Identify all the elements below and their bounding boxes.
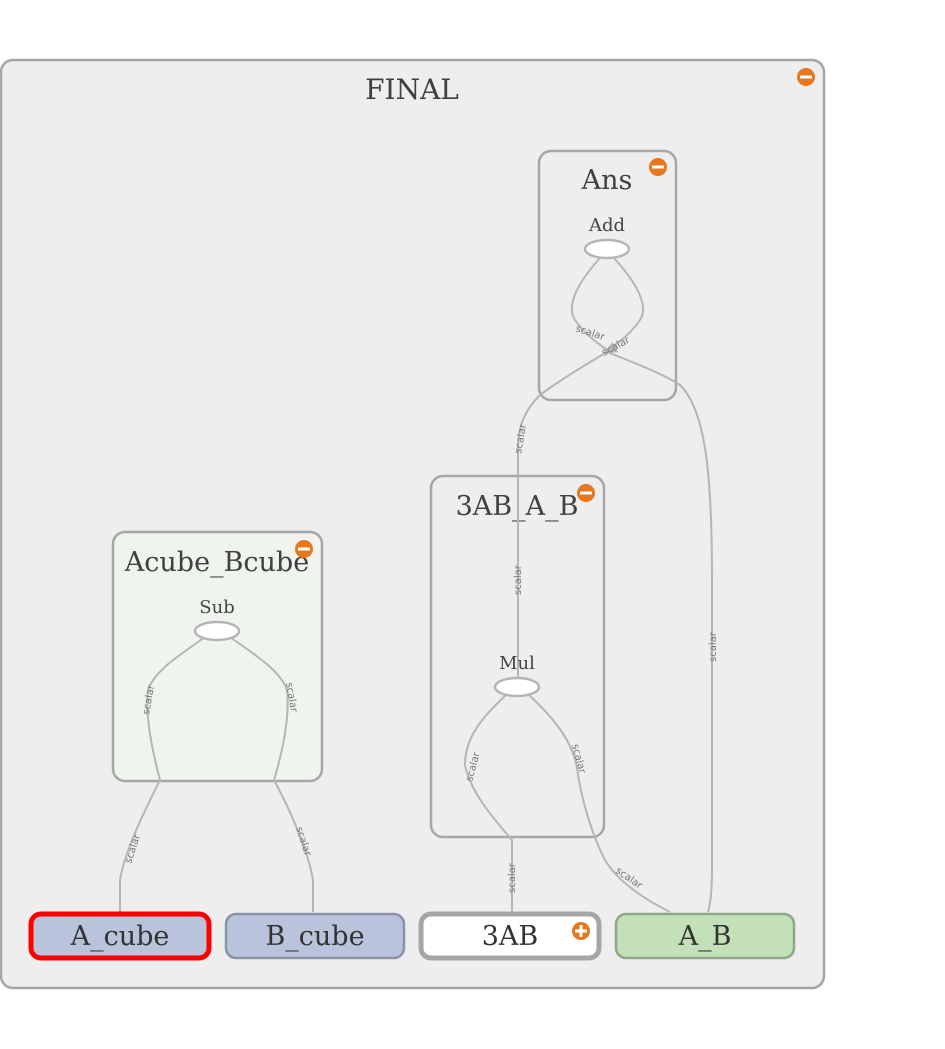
edge-label: scalar [141,683,157,715]
op-mul-label: Mul [499,653,535,674]
acube-bcube-group[interactable]: Acube_Bcube [111,530,324,783]
edge-ans-ab [606,351,713,913]
edge-mul-ab [526,692,671,913]
node-a-cube-label: A_cube [70,921,170,952]
edge-mul-3ab [463,692,513,912]
op-add[interactable]: Add [583,215,631,260]
acube-bcube-group-title: Acube_Bcube [124,547,309,578]
node-a-b-label: A_B [678,921,732,952]
edge-label: scalar [507,862,518,893]
node-b-cube-label: B_cube [265,921,364,952]
edge-ans-mul [517,341,619,680]
node-a-cube[interactable]: A_cube [28,911,212,961]
final-collapse-icon[interactable] [797,68,815,86]
edge-label: scalar [513,564,524,595]
final-group[interactable]: FINAL [0,58,826,990]
acube-bcube-collapse-icon[interactable] [295,540,313,558]
edge-sub-bcube [229,636,314,912]
final-group-title: FINAL [365,73,459,106]
edge-add-left [570,257,611,353]
node-b-cube[interactable]: B_cube [224,912,406,960]
ans-group-title: Ans [581,165,633,196]
edge-sub-acube [119,636,206,912]
ans-group[interactable]: Ans [537,149,678,402]
op-add-label: Add [588,215,625,236]
node-a-b[interactable]: A_B [614,912,796,960]
edges [119,257,713,913]
edge-label: scalar [283,682,299,714]
ab3-collapse-icon[interactable] [577,484,595,502]
op-sub[interactable]: Sub [193,597,241,642]
op-mul[interactable]: Mul [493,653,541,698]
ans-collapse-icon[interactable] [649,158,667,176]
node-3ab[interactable]: 3AB [418,911,602,961]
node-3ab-label: 3AB [482,921,539,952]
plus-circle-icon[interactable] [572,922,590,940]
edge-label: scalar [513,422,529,454]
op-sub-label: Sub [199,597,234,618]
edge-label: scalar [708,631,719,662]
